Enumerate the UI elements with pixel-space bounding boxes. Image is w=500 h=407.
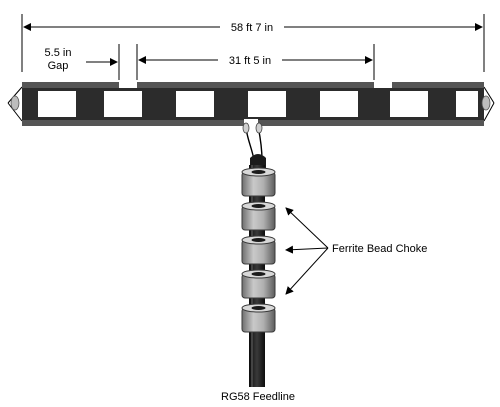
gap-dimension: 5.5 in Gap bbox=[45, 44, 138, 80]
total-length-label: 58 ft 7 in bbox=[231, 22, 273, 34]
upper-conductor bbox=[22, 82, 484, 88]
end-wire-left bbox=[7, 86, 23, 104]
ladder-window bbox=[38, 91, 76, 117]
ferrite-bead bbox=[241, 201, 276, 231]
feedline-label: RG58 Feedline bbox=[221, 391, 295, 403]
lower-feed-gap bbox=[244, 119, 258, 127]
upper-gap-left bbox=[119, 80, 137, 88]
ferrite-bead-choke bbox=[241, 167, 276, 333]
ferrite-bead bbox=[241, 303, 276, 333]
segment-length-label-bg bbox=[218, 52, 282, 68]
end-insulator-right bbox=[481, 95, 491, 111]
feed-terminal-left bbox=[242, 122, 250, 134]
ladder-window bbox=[456, 91, 478, 117]
ladder-window bbox=[390, 91, 428, 117]
end-wire-right-lower bbox=[483, 102, 495, 122]
choke-arrow-lower bbox=[285, 247, 329, 295]
choke-label: Ferrite Bead Choke bbox=[332, 243, 427, 255]
end-wire-right bbox=[483, 86, 495, 104]
end-wire-left-lower bbox=[7, 102, 23, 122]
feedpoint bbox=[242, 122, 266, 172]
ferrite-bead bbox=[241, 235, 276, 265]
ladder-line-element bbox=[7, 80, 495, 127]
ladder-window bbox=[104, 91, 142, 117]
segment-length-dimension: 31 ft 5 in bbox=[138, 44, 375, 80]
choke-callout: Ferrite Bead Choke bbox=[285, 207, 427, 295]
gap-word-label: Gap bbox=[48, 60, 69, 72]
upper-gap-right bbox=[374, 80, 392, 88]
ferrite-bead bbox=[241, 167, 276, 197]
segment-length-label: 31 ft 5 in bbox=[229, 55, 271, 67]
ferrite-bead bbox=[241, 269, 276, 299]
choke-arrow-upper bbox=[285, 207, 329, 249]
end-insulator-left bbox=[10, 95, 20, 111]
ladder-window bbox=[248, 91, 286, 117]
total-length-label-bg bbox=[220, 18, 284, 34]
total-length-dimension: 58 ft 7 in bbox=[21, 14, 485, 72]
feed-terminal-right bbox=[255, 122, 263, 134]
gap-value-label: 5.5 in bbox=[45, 47, 72, 59]
ladder-window bbox=[320, 91, 358, 117]
choke-arrow-middle bbox=[285, 245, 329, 254]
ladder-window bbox=[176, 91, 214, 117]
